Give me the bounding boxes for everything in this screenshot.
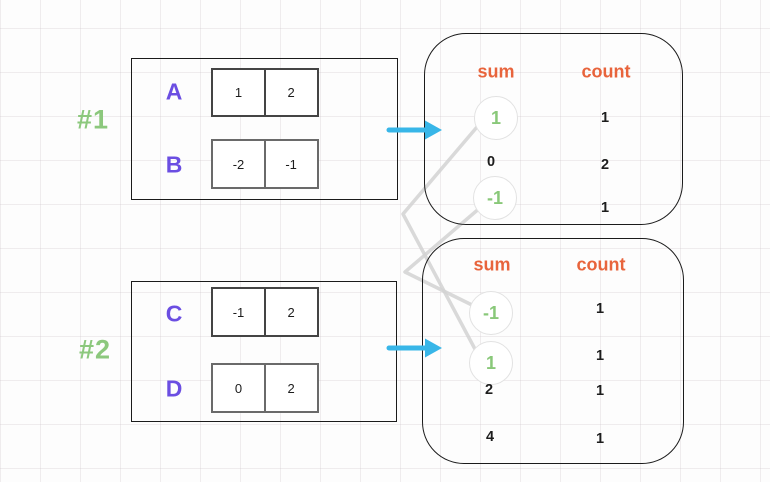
example-1-sum-value-highlighted: 1 bbox=[474, 96, 518, 140]
array-b-cell-1: -1 bbox=[263, 139, 319, 189]
example-2-sum-header: sum bbox=[473, 254, 511, 275]
example-2-sum-value: 2 bbox=[484, 382, 494, 398]
array-b-name: B bbox=[165, 151, 183, 178]
example-1-count-value: 1 bbox=[600, 200, 610, 216]
example-2-label: #2 bbox=[78, 334, 112, 365]
array-a-cell-0: 1 bbox=[211, 68, 266, 117]
example-2-count-value: 1 bbox=[595, 301, 605, 317]
example-2-count-header: count bbox=[576, 254, 626, 275]
array-d-cells: 0 2 bbox=[211, 363, 319, 413]
array-a-cell-1: 2 bbox=[263, 68, 319, 117]
example-1-count-value: 2 bbox=[600, 157, 610, 173]
example-2-count-value: 1 bbox=[595, 431, 605, 447]
array-b-cell-0: -2 bbox=[211, 139, 266, 189]
example-1-result-box bbox=[424, 33, 683, 225]
example-2-sum-value: 4 bbox=[485, 429, 495, 445]
array-c-cells: -1 2 bbox=[211, 287, 319, 337]
example-1-sum-header: sum bbox=[477, 61, 515, 82]
example-2-count-value: 1 bbox=[595, 348, 605, 364]
array-c-cell-0: -1 bbox=[211, 287, 266, 337]
example-1-label: #1 bbox=[76, 104, 110, 135]
array-d-cell-0: 0 bbox=[211, 363, 266, 413]
array-d-cell-1: 2 bbox=[263, 363, 319, 413]
example-2-sum-value-highlighted: 1 bbox=[469, 341, 513, 385]
array-a-cells: 1 2 bbox=[211, 68, 319, 117]
array-d-name: D bbox=[165, 375, 183, 402]
example-1-count-value: 1 bbox=[600, 110, 610, 126]
example-2-input-box bbox=[131, 281, 397, 422]
array-b-cells: -2 -1 bbox=[211, 139, 319, 189]
example-1-sum-value-highlighted: -1 bbox=[473, 176, 517, 220]
array-a-name: A bbox=[165, 78, 183, 105]
example-1-count-header: count bbox=[581, 61, 631, 82]
array-c-name: C bbox=[165, 300, 183, 327]
example-2-result-box bbox=[422, 238, 684, 464]
example-2-count-value: 1 bbox=[595, 383, 605, 399]
array-c-cell-1: 2 bbox=[263, 287, 319, 337]
example-2-sum-value-highlighted: -1 bbox=[469, 291, 513, 335]
example-1-sum-value: 0 bbox=[486, 154, 496, 170]
